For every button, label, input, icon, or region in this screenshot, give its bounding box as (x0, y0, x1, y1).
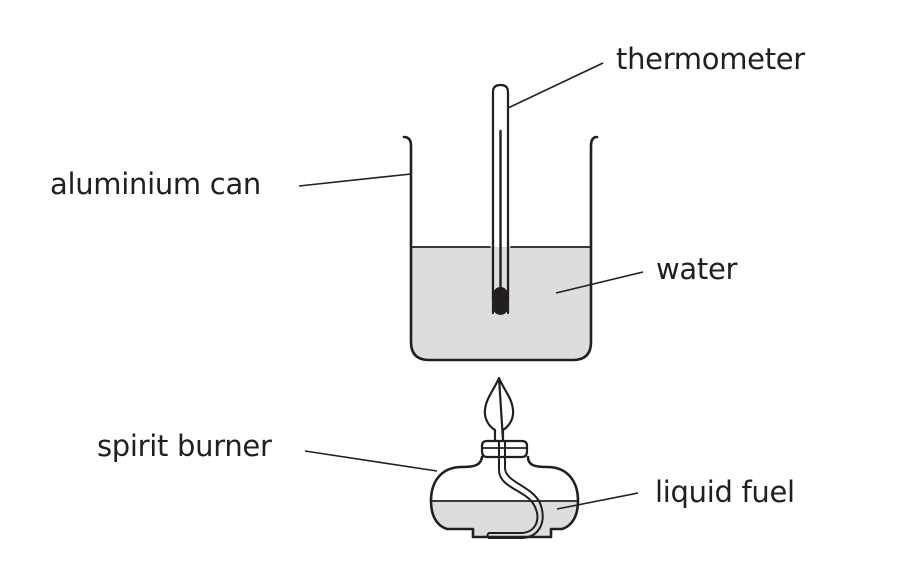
label-aluminium-can: aluminium can (50, 167, 261, 201)
label-thermometer: thermometer (616, 42, 805, 76)
leader-water (555, 271, 644, 294)
wick-inner (488, 440, 544, 539)
burner-collar (480, 439, 529, 459)
liquid-fuel-fill (432, 501, 577, 537)
aluminium-can (402, 135, 599, 362)
leader-aluminium-can (298, 173, 412, 187)
wick (488, 440, 539, 534)
thermometer-bulb (493, 287, 508, 315)
wick-end (486, 532, 490, 539)
label-water: water (656, 252, 738, 286)
flame-icon (483, 376, 515, 442)
leader-spirit-burner (304, 450, 438, 472)
label-liquid-fuel: liquid fuel (655, 475, 795, 509)
thermometer-tube (491, 83, 510, 315)
leader-liquid-fuel (556, 492, 639, 510)
leader-thermometer (507, 62, 604, 109)
label-spirit-burner: spirit burner (97, 429, 272, 463)
